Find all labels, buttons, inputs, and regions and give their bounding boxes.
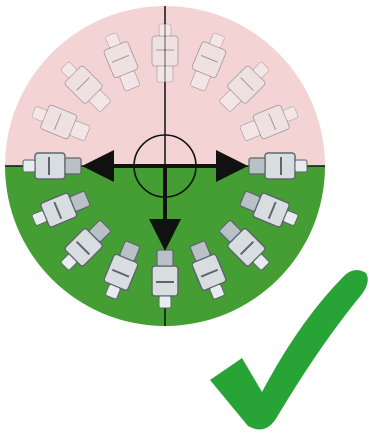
- rotating-module-icon: [31, 190, 91, 228]
- rotating-module-icon: [219, 61, 270, 112]
- rotating-module-icon: [190, 32, 227, 92]
- crosshair-icon: [82, 134, 248, 251]
- checkmark-icon: [210, 269, 368, 430]
- rotating-module-icon: [218, 219, 270, 271]
- rotating-module-icon: [22, 152, 82, 180]
- module-ring: [22, 23, 308, 309]
- rotating-module-icon: [151, 23, 179, 83]
- rotating-module-icon: [103, 240, 141, 300]
- rotating-module-icon: [248, 152, 308, 180]
- rotating-module-icon: [103, 32, 140, 92]
- rotating-module-icon: [239, 104, 299, 141]
- rotating-module-icon: [151, 249, 179, 309]
- rotating-module-icon: [60, 219, 112, 271]
- rotating-module-icon: [239, 190, 299, 228]
- disallowed-zone: [5, 6, 325, 166]
- rotating-module-icon: [31, 104, 91, 141]
- rotating-module-icon: [60, 61, 111, 112]
- rotating-module-icon: [189, 240, 227, 300]
